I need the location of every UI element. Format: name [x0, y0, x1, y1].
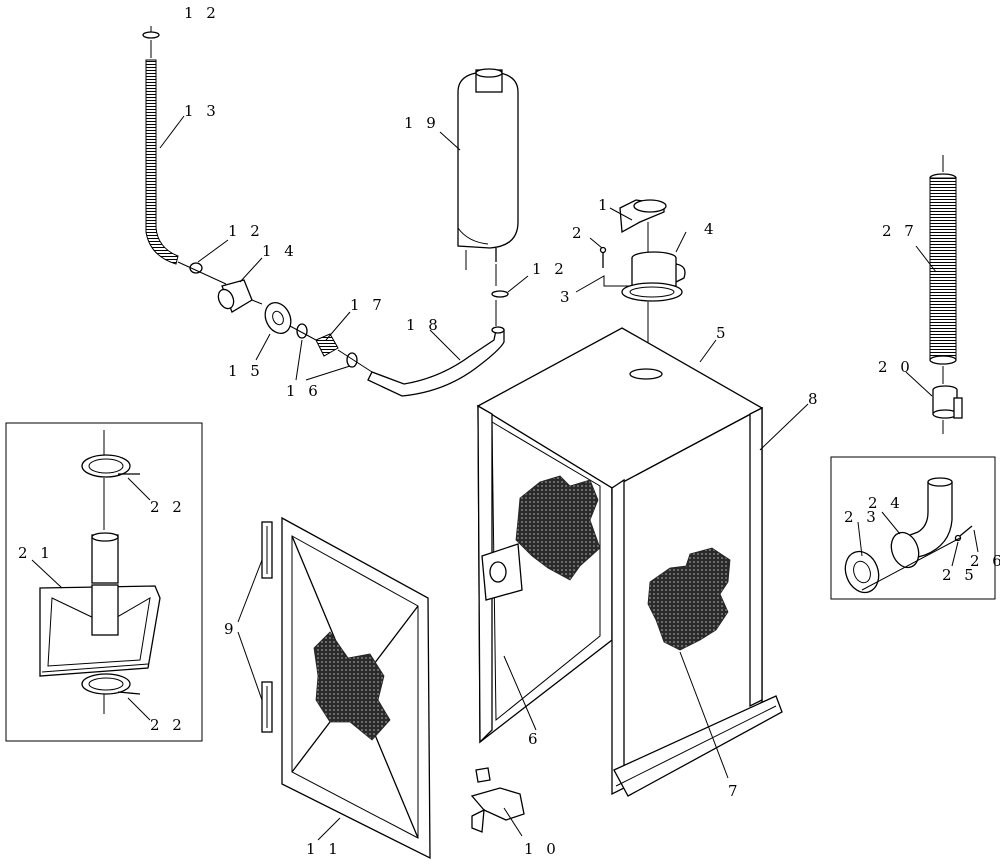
muffler-19 — [439, 68, 529, 326]
callout-6: 6 — [528, 730, 542, 748]
callout-10: 1 0 — [524, 840, 560, 858]
callout-26: 2 6 — [970, 552, 1000, 570]
hose-13-assembly — [142, 26, 505, 397]
callout-2: 2 — [572, 224, 586, 242]
inset-box-right — [830, 456, 996, 600]
cabinet-enclosure — [476, 327, 809, 797]
callout-12-right: 1 2 — [532, 260, 568, 278]
callout-21: 2 1 — [18, 544, 54, 562]
callout-12-top: 1 2 — [184, 4, 220, 22]
callout-18: 1 8 — [406, 316, 442, 334]
hinges-9 — [237, 521, 273, 733]
callout-5: 5 — [716, 324, 730, 342]
callout-20: 2 0 — [878, 358, 914, 376]
callout-17: 1 7 — [350, 296, 386, 314]
door-11 — [281, 516, 431, 860]
callout-22-top: 2 2 — [150, 498, 186, 516]
callout-14: 1 4 — [262, 242, 298, 260]
callout-7: 7 — [728, 782, 742, 800]
callout-3: 3 — [560, 288, 574, 306]
callout-8: 8 — [808, 390, 822, 408]
callout-22-bottom: 2 2 — [150, 716, 186, 734]
callout-27: 2 7 — [882, 222, 918, 240]
callout-24: 2 4 — [868, 494, 904, 512]
latch-10 — [470, 767, 525, 837]
callout-12-mid: 1 2 — [228, 222, 264, 240]
callout-23: 2 3 — [844, 508, 880, 526]
callout-19: 1 9 — [404, 114, 440, 132]
callout-11: 1 1 — [306, 840, 342, 858]
callout-25: 2 5 — [942, 566, 978, 584]
callout-16: 1 6 — [286, 382, 322, 400]
callout-9: 9 — [224, 620, 238, 638]
callout-labels: 1 2 1 3 1 2 1 4 1 5 1 6 1 7 1 8 1 9 1 2 … — [18, 4, 1000, 858]
hose-27-assembly — [905, 155, 963, 434]
inset-box-left — [5, 422, 203, 742]
callout-4: 4 — [704, 220, 718, 238]
callout-1: 1 — [598, 196, 612, 214]
callout-15: 1 5 — [228, 362, 264, 380]
rain-cap-assembly — [575, 199, 687, 368]
callout-13: 1 3 — [184, 102, 220, 120]
